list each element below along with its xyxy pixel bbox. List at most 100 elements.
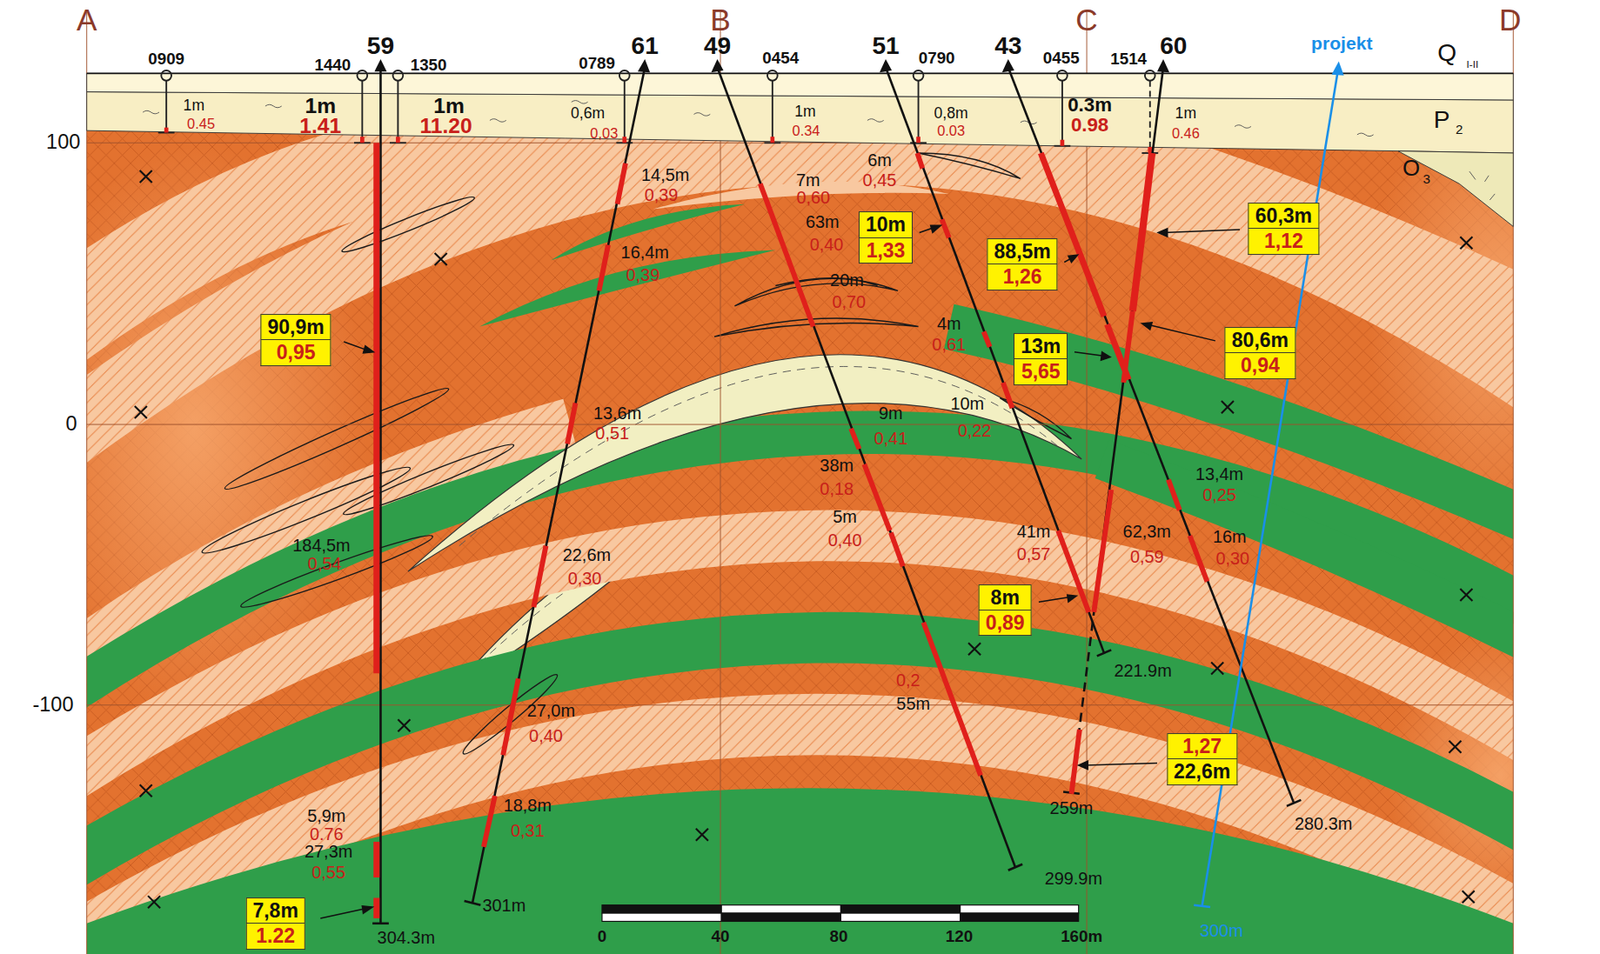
old-borehole — [1149, 80, 1152, 154]
scale-bar — [721, 913, 841, 922]
scale-bar — [840, 913, 960, 922]
cover-layers — [142, 100, 1495, 201]
old-borehole-number: 0455 — [1043, 49, 1080, 67]
leader-arrow — [1163, 229, 1240, 234]
old-borehole — [158, 70, 1159, 154]
interval-length: 22,6m — [1166, 759, 1238, 785]
interval-label: 10m — [950, 395, 985, 414]
old-borehole-number: 1440 — [314, 57, 351, 74]
ore-interval — [567, 402, 576, 444]
borehole — [885, 66, 1105, 653]
rock-symbol — [140, 784, 153, 797]
elevation-label: -100 — [32, 695, 74, 717]
interval-label: 0,40 — [528, 728, 563, 746]
surface-interval-label: 1m — [304, 95, 336, 118]
borehole — [379, 66, 382, 924]
rock-symbol — [435, 253, 448, 266]
surface-interval-label: 0,6m — [570, 107, 605, 123]
interval-label: 0,70 — [831, 294, 866, 313]
old-borehole-interval — [164, 127, 169, 134]
leader-arrow — [363, 346, 375, 354]
interval-label: 27,3m — [304, 843, 353, 862]
leader-arrow — [1068, 254, 1078, 262]
borehole — [472, 66, 645, 904]
rock-symbol — [134, 170, 1475, 909]
scale-label: 40 — [711, 929, 730, 946]
interval-label: 13,6m — [593, 405, 642, 423]
leader-arrow — [1067, 595, 1078, 603]
leader-arrow — [930, 225, 942, 233]
depth-label: 221.9m — [1113, 662, 1172, 681]
grid-line — [87, 424, 1514, 426]
scale-label: 160m — [1060, 929, 1103, 946]
interval-label: 0,57 — [1017, 546, 1052, 564]
section-letter: B — [709, 5, 730, 36]
old-borehole — [767, 70, 778, 81]
borehole — [1008, 66, 1294, 804]
leader-arrow — [1158, 228, 1168, 237]
formation-index: O — [1402, 157, 1420, 181]
borehole-number: projekt — [1311, 34, 1373, 54]
cover-layers — [1234, 125, 1252, 129]
interval-label: 0,18 — [819, 481, 854, 499]
geology — [734, 278, 898, 307]
elevation-label: 100 — [46, 133, 81, 154]
old-borehole — [165, 80, 168, 134]
ore-interval — [1190, 535, 1208, 583]
borehole — [464, 901, 482, 906]
old-borehole — [393, 70, 404, 81]
old-borehole-number: 1514 — [1110, 51, 1147, 68]
leader-arrow — [320, 908, 368, 919]
surface-interval-label: 1m — [1175, 107, 1197, 123]
leader-arrow — [1074, 352, 1105, 357]
interval-label: 4m — [937, 315, 962, 334]
highlight-box: 8m0,89 — [978, 584, 1032, 637]
leader-arrow — [1141, 322, 1152, 330]
highlight-box: 88,5m1,26 — [987, 238, 1058, 291]
old-borehole-interval — [622, 136, 627, 143]
old-borehole-number: 0909 — [147, 51, 185, 68]
scale-label: 0 — [597, 929, 607, 946]
surface-interval-label: 1m — [183, 98, 205, 114]
rock-symbol — [140, 170, 153, 183]
interval-label: 14,5m — [641, 167, 690, 185]
formation-index: 2 — [1455, 122, 1463, 136]
ore-interval — [1057, 530, 1089, 613]
interval-label: 0,41 — [874, 430, 909, 449]
scale-label: 120 — [945, 929, 973, 946]
interval-label: 5m — [832, 508, 857, 527]
formation-index: P — [1433, 107, 1451, 133]
geology — [341, 438, 517, 521]
interval-label: 0,22 — [957, 422, 992, 441]
interval-label: 0,60 — [796, 189, 831, 208]
old-borehole-interval — [1060, 140, 1065, 147]
interval-length: 80,6m — [1225, 327, 1296, 354]
cover-layers — [694, 113, 711, 117]
old-borehole-interval — [769, 136, 775, 143]
geology — [221, 381, 453, 497]
ore-interval — [1003, 382, 1013, 409]
old-borehole-interval — [360, 136, 365, 143]
surface-interval-label: 1m — [433, 95, 465, 118]
borehole-head — [879, 59, 892, 73]
grade-value: 0,95 — [261, 340, 332, 366]
interval-label: 13,4m — [1195, 466, 1244, 484]
interval-label: 0,54 — [307, 555, 342, 574]
grid-line — [720, 10, 722, 954]
surface-interval-label: 0,8m — [934, 107, 969, 123]
grid-line — [87, 10, 1514, 954]
geology — [918, 153, 1021, 179]
ore-interval — [617, 163, 626, 205]
old-borehole — [396, 80, 399, 144]
interval-label: 0,30 — [1215, 550, 1250, 569]
ore-interval — [373, 142, 380, 674]
geology — [339, 192, 477, 258]
borehole — [1097, 649, 1112, 657]
formation-index: I-II — [1466, 59, 1480, 70]
section-letter: A — [76, 5, 97, 36]
interval-label: 0,30 — [568, 570, 603, 589]
cover-layers — [87, 92, 1514, 154]
scale-label: 80 — [830, 929, 849, 946]
ore-interval — [984, 331, 991, 348]
